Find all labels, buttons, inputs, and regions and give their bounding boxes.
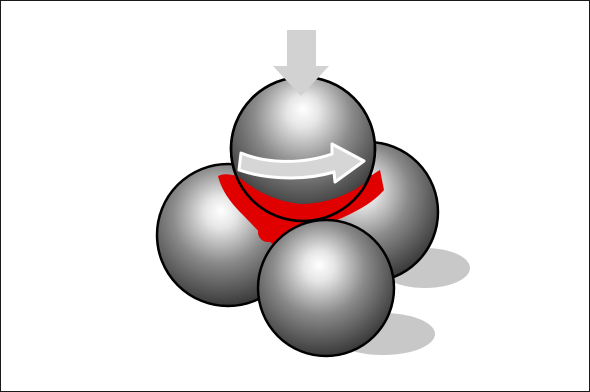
front-sphere <box>258 220 394 356</box>
